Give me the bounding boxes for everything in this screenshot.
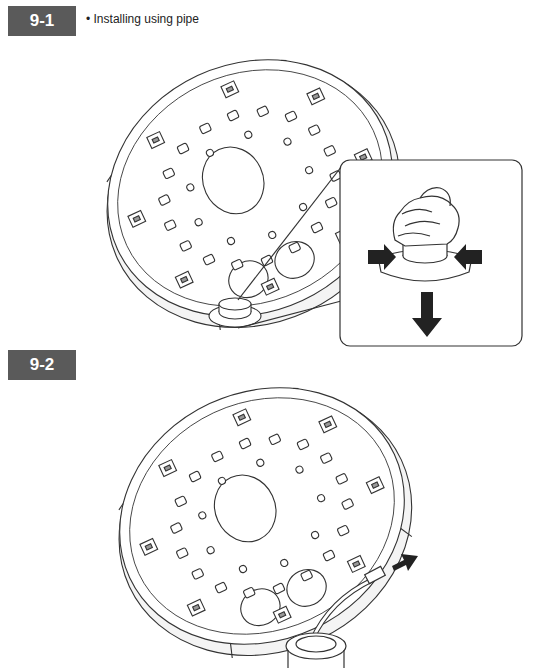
step-caption: • Installing using pipe [86, 12, 199, 26]
step-number: 9-2 [30, 355, 55, 375]
step-number-box: 9-2 [8, 350, 76, 380]
step-number-box: 9-1 [8, 6, 76, 36]
zoom-inset [238, 160, 522, 346]
step-number: 9-1 [30, 11, 55, 31]
mounting-plate [74, 340, 456, 668]
cable-and-pipe [286, 554, 418, 668]
